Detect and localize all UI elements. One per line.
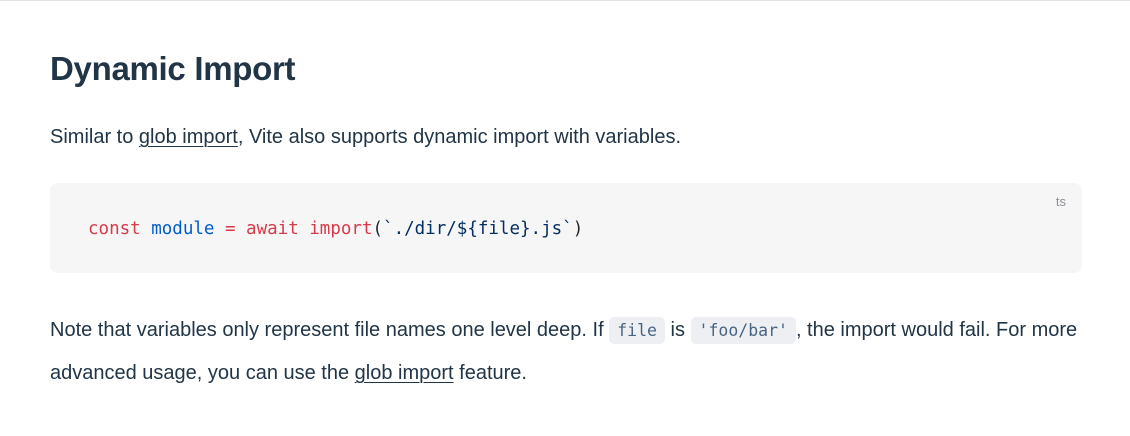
code-line: const module = await import(`./dir/${fil… — [88, 219, 583, 239]
intro-text-pre: Similar to — [50, 126, 139, 148]
code-token: = await import — [214, 219, 373, 239]
note-text-2: is — [664, 319, 691, 341]
note-text-1: Note that variables only represent file … — [50, 319, 610, 341]
doc-content: Dynamic Import Similar to glob import, V… — [0, 47, 1130, 394]
code-block: ts const module = await import(`./dir/${… — [50, 183, 1082, 273]
code-token: ) — [572, 219, 584, 239]
note-text-3: , the import would fail. For more advanc… — [50, 319, 1078, 384]
note-text-4: feature. — [453, 362, 527, 384]
code-content: const module = await import(`./dir/${fil… — [50, 183, 1082, 273]
glob-import-link[interactable]: glob import — [138, 126, 238, 148]
inline-code-file: file — [609, 317, 665, 344]
top-divider — [0, 0, 1130, 1]
page-title: Dynamic Import — [50, 50, 296, 87]
intro-text-post: , Vite also supports dynamic import with… — [237, 126, 681, 148]
note-paragraph: Note that variables only represent file … — [50, 309, 1082, 394]
inline-code-foo-bar: 'foo/bar' — [690, 317, 796, 344]
code-token: const — [88, 219, 152, 239]
code-token: `./dir/${file}.js` — [383, 219, 573, 239]
code-token: ( — [372, 219, 384, 239]
glob-import-link-2[interactable]: glob import — [354, 362, 454, 384]
code-token: module — [151, 219, 215, 239]
code-language-label: ts — [1055, 194, 1066, 209]
intro-paragraph: Similar to glob import, Vite also suppor… — [50, 121, 1082, 153]
